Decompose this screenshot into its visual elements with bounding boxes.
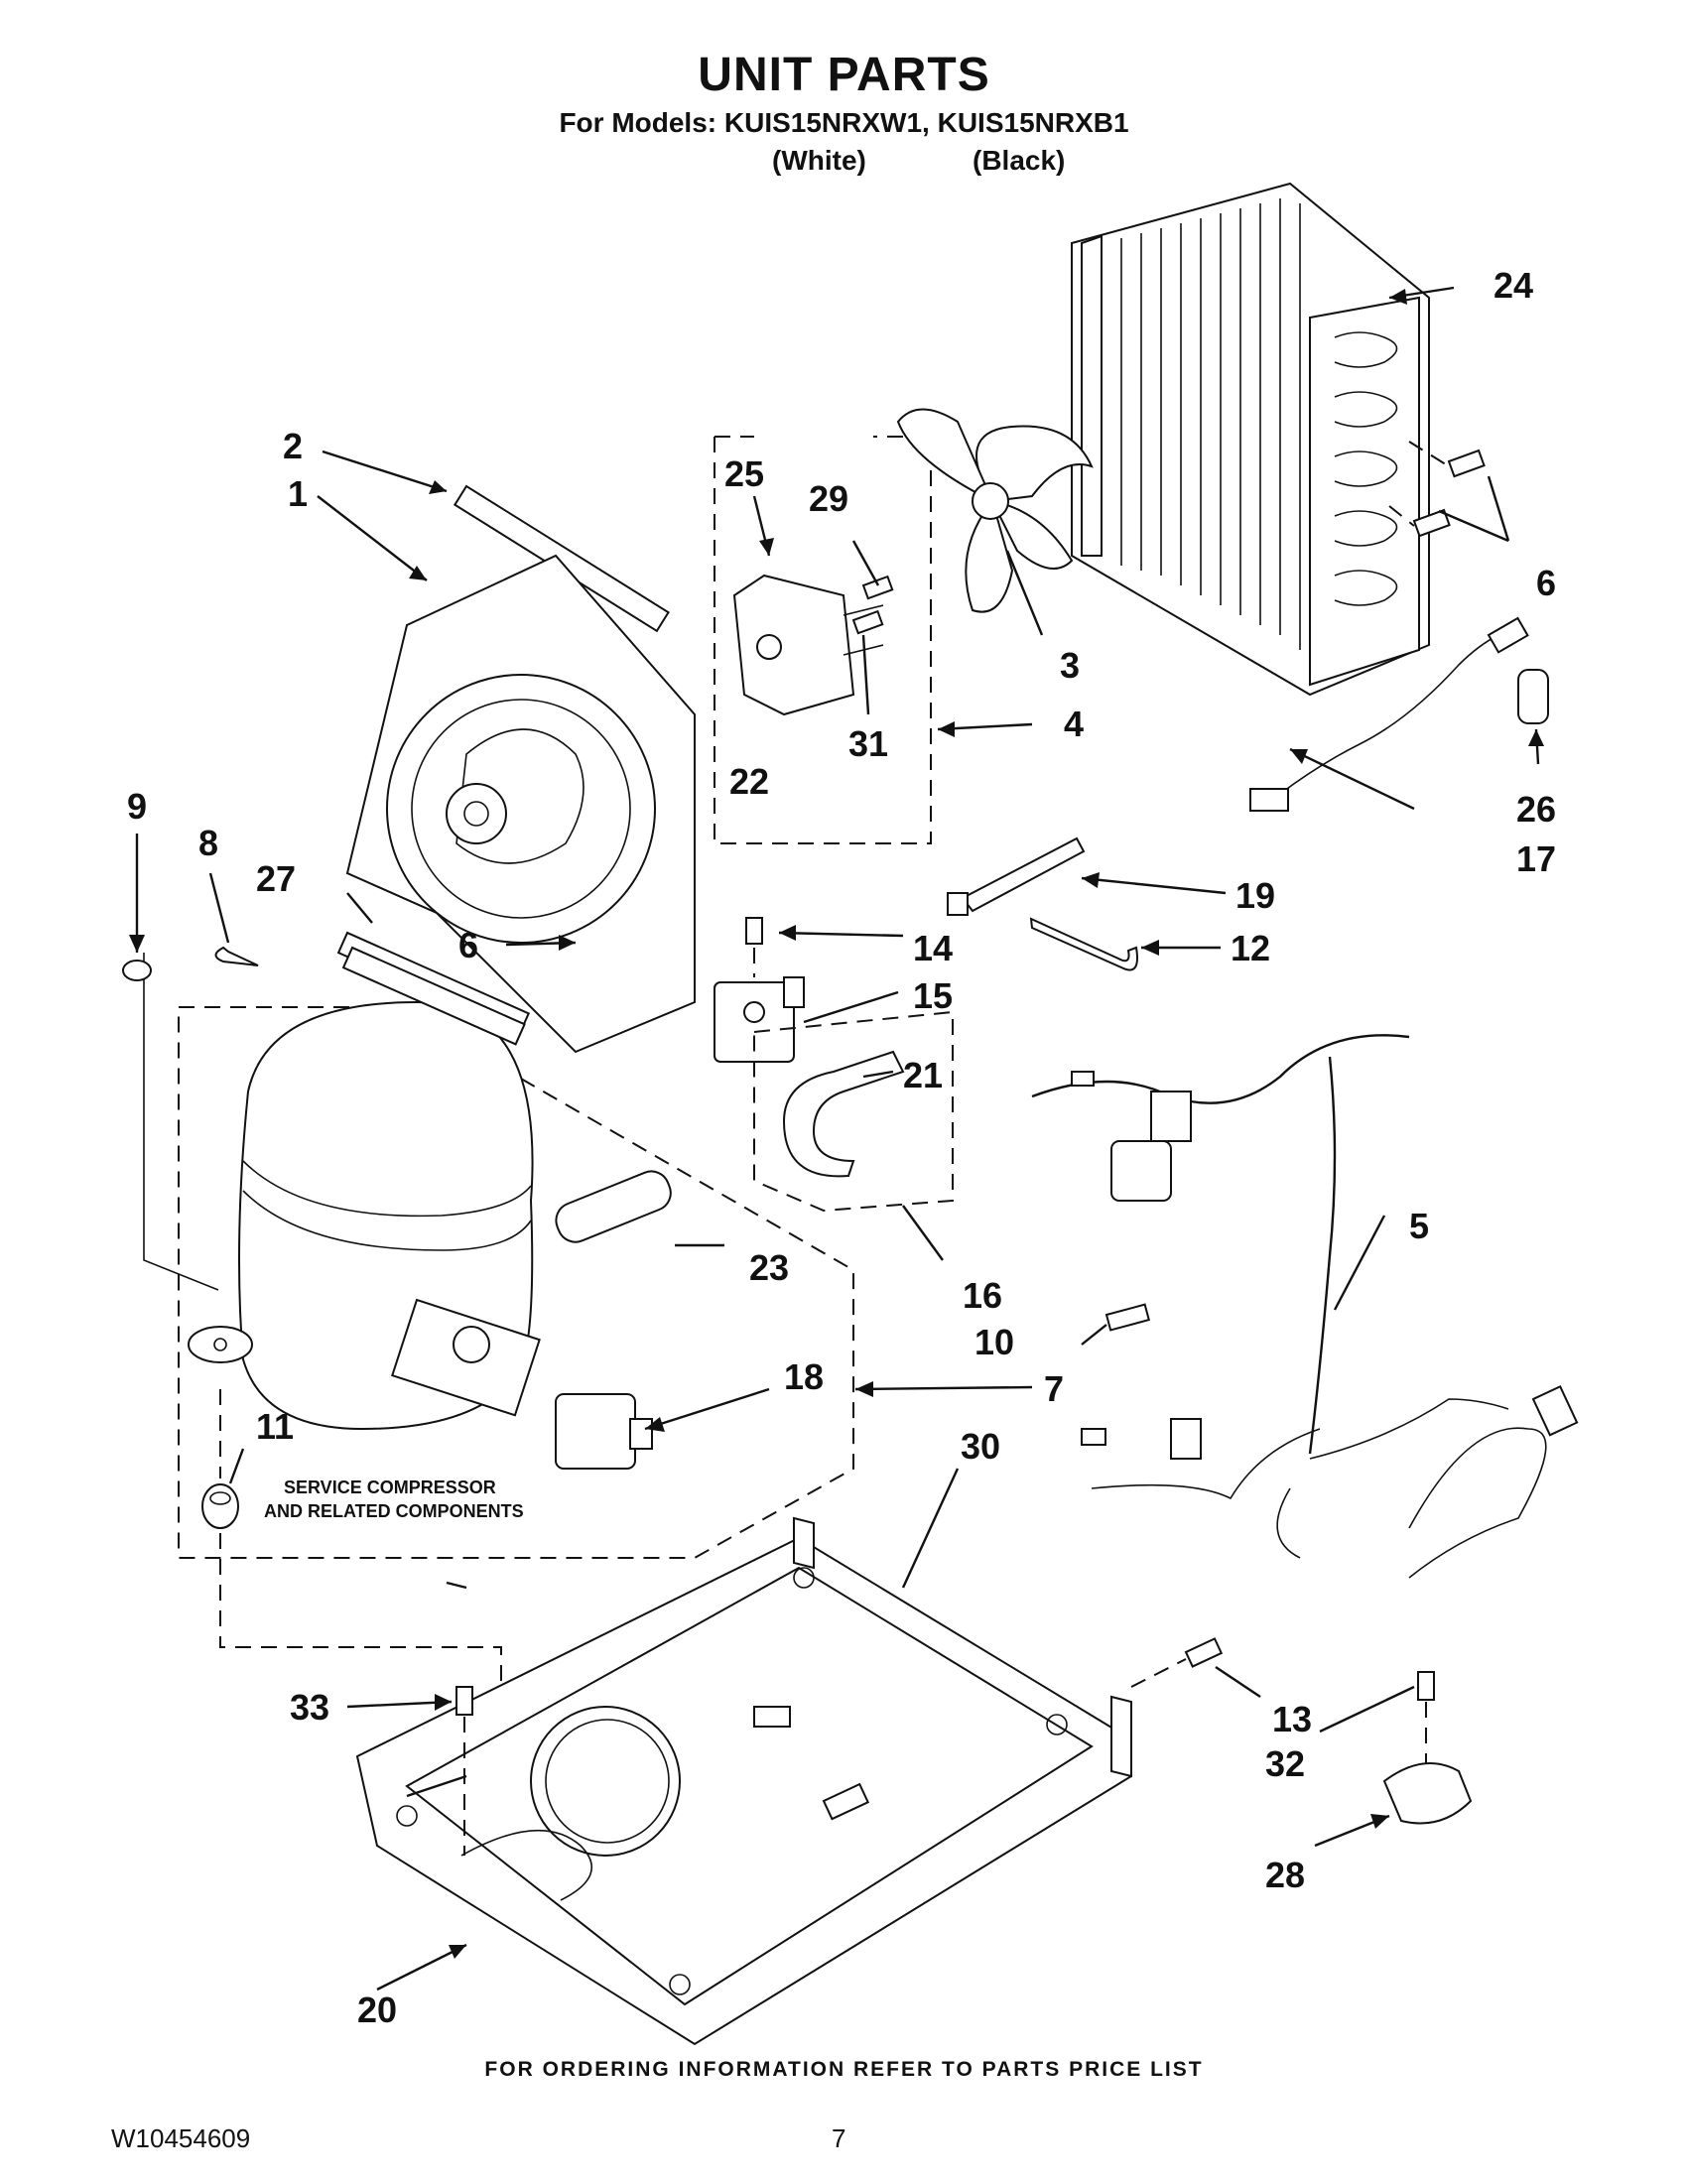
screw-14: [745, 917, 763, 977]
callout-9: 9: [127, 786, 147, 827]
base-pan: [355, 1516, 1133, 2046]
callout-26: 26: [1516, 789, 1556, 830]
ordering-note: FOR ORDERING INFORMATION REFER TO PARTS …: [484, 2058, 1204, 2081]
callout-28: 28: [1265, 1855, 1305, 1895]
screw-32: [1417, 1671, 1435, 1766]
bracket-21: [782, 1050, 905, 1178]
callout-27: 27: [256, 858, 296, 899]
callout-16: 16: [963, 1275, 1002, 1316]
callout-12: 12: [1231, 928, 1270, 968]
page-title: UNIT PARTS: [698, 49, 990, 101]
shim-27: [341, 946, 526, 1046]
callout-1: 1: [288, 473, 308, 514]
capacitor: [1517, 669, 1549, 724]
fan-blade: [896, 408, 1094, 613]
callout-25: 25: [724, 453, 764, 494]
screws-29-31: [851, 575, 894, 635]
callout-5: 5: [1409, 1206, 1429, 1246]
page-number: 7: [832, 2123, 846, 2153]
callout-32: 32: [1265, 1743, 1305, 1784]
callout-24: 24: [1493, 265, 1533, 306]
callout-19: 19: [1235, 875, 1275, 916]
leader-9: [143, 953, 219, 1291]
filter-drier: [555, 1170, 672, 1243]
callout-31: 31: [848, 723, 888, 764]
callout-22: 22: [729, 761, 769, 802]
fan-shroud: [336, 484, 696, 1054]
callout-13: 13: [1272, 1699, 1312, 1739]
callout-8: 8: [198, 823, 218, 863]
callout-14: 14: [913, 928, 953, 968]
callout-18: 18: [784, 1356, 824, 1397]
variant-black: (Black): [973, 145, 1066, 176]
callout-17: 17: [1516, 838, 1556, 879]
washer-9: [122, 960, 152, 981]
clip-8: [214, 946, 259, 966]
callout-4: 4: [1064, 704, 1084, 744]
callout-6b: 6: [458, 925, 478, 965]
leader-lines: [129, 286, 1544, 1991]
callout-11: 11: [256, 1406, 294, 1447]
service-compressor-label-line1: SERVICE COMPRESSOR: [284, 1477, 496, 1497]
fan-motor: [732, 574, 884, 716]
callout-20: 20: [357, 1990, 397, 2030]
document-number: W10454609: [111, 2123, 251, 2153]
fan-motor-group-box: [714, 436, 932, 844]
drain-tube: [1029, 917, 1138, 971]
callout-15: 15: [913, 975, 953, 1016]
clip-10: [1104, 1303, 1151, 1332]
models-line: For Models: KUIS15NRXW1, KUIS15NRXB1: [559, 107, 1129, 138]
bracket-group-box: [753, 1010, 954, 1213]
callout-6a: 6: [1536, 563, 1556, 603]
cable-tie: [947, 836, 1086, 916]
screw-33: [455, 1686, 473, 1856]
thermistor-harness: [1249, 616, 1529, 812]
condenser-screws: [1388, 441, 1486, 538]
callout-30: 30: [961, 1426, 1000, 1467]
clamp-28: [1382, 1762, 1473, 1825]
service-compressor-label-line2: AND RELATED COMPONENTS: [264, 1501, 524, 1521]
compressor: [188, 1000, 541, 1431]
callout-7: 7: [1044, 1368, 1064, 1409]
callout-3: 3: [1060, 645, 1080, 686]
main-wire-harness: [1031, 1034, 1579, 1579]
callout-10: 10: [974, 1322, 1014, 1362]
grommet-11: [201, 1483, 239, 1529]
callout-21: 21: [903, 1055, 943, 1095]
condenser-coil: [1071, 182, 1430, 697]
water-valve-solenoid: [714, 976, 805, 1063]
screw-13: [1130, 1637, 1224, 1688]
callout-labels: 1 2 3 4 5 6 6 7 8 9 10 11 12 13 14 15 16…: [127, 265, 1556, 2030]
start-relay: [555, 1393, 653, 1470]
variant-white: (White): [772, 145, 866, 176]
callout-29: 29: [809, 478, 848, 519]
callout-33: 33: [290, 1687, 329, 1728]
callout-23: 23: [749, 1247, 789, 1288]
callout-2: 2: [283, 426, 303, 466]
